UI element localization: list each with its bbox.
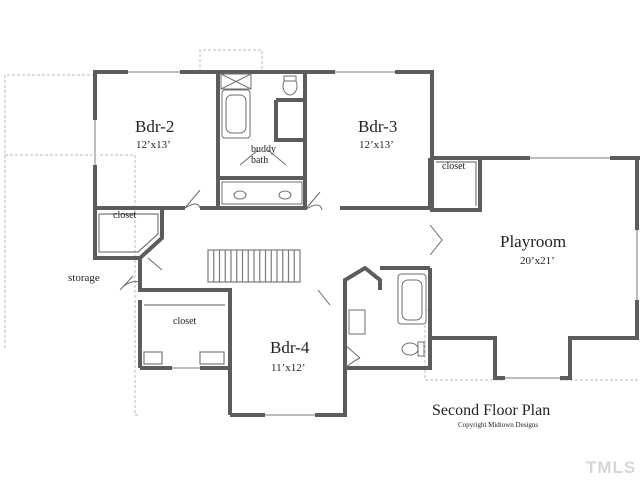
plan-copyright: Copyright Midtown Designs bbox=[458, 421, 539, 429]
bdr3-size: 12’x13’ bbox=[359, 139, 394, 151]
bdr3-name: Bdr-3 bbox=[358, 117, 398, 136]
storage-label: storage bbox=[68, 272, 100, 284]
playroom-size: 20’x21’ bbox=[520, 255, 555, 267]
bdr2-size: 12’x13’ bbox=[136, 139, 171, 151]
bdr4-closet-label: closet bbox=[173, 316, 197, 327]
bath-fixtures bbox=[220, 73, 427, 357]
bdr2-closet-label: closet bbox=[113, 210, 137, 221]
bdr3-closet-label: closet bbox=[442, 161, 466, 172]
windows bbox=[92, 69, 640, 418]
staircase bbox=[207, 249, 301, 283]
playroom-name: Playroom bbox=[500, 232, 567, 251]
bdr2-name: Bdr-2 bbox=[135, 117, 175, 136]
closet-shelves bbox=[98, 161, 477, 365]
buddy-bath-label-2: bath bbox=[251, 155, 269, 166]
door-swings bbox=[119, 149, 443, 369]
plan-title: Second Floor Plan bbox=[432, 402, 551, 419]
bdr4-size: 11’x12’ bbox=[271, 362, 306, 374]
watermark-logo: TMLS bbox=[586, 458, 637, 477]
bdr4-name: Bdr-4 bbox=[270, 338, 310, 357]
buddy-bath-label-1: buddy bbox=[251, 144, 276, 155]
